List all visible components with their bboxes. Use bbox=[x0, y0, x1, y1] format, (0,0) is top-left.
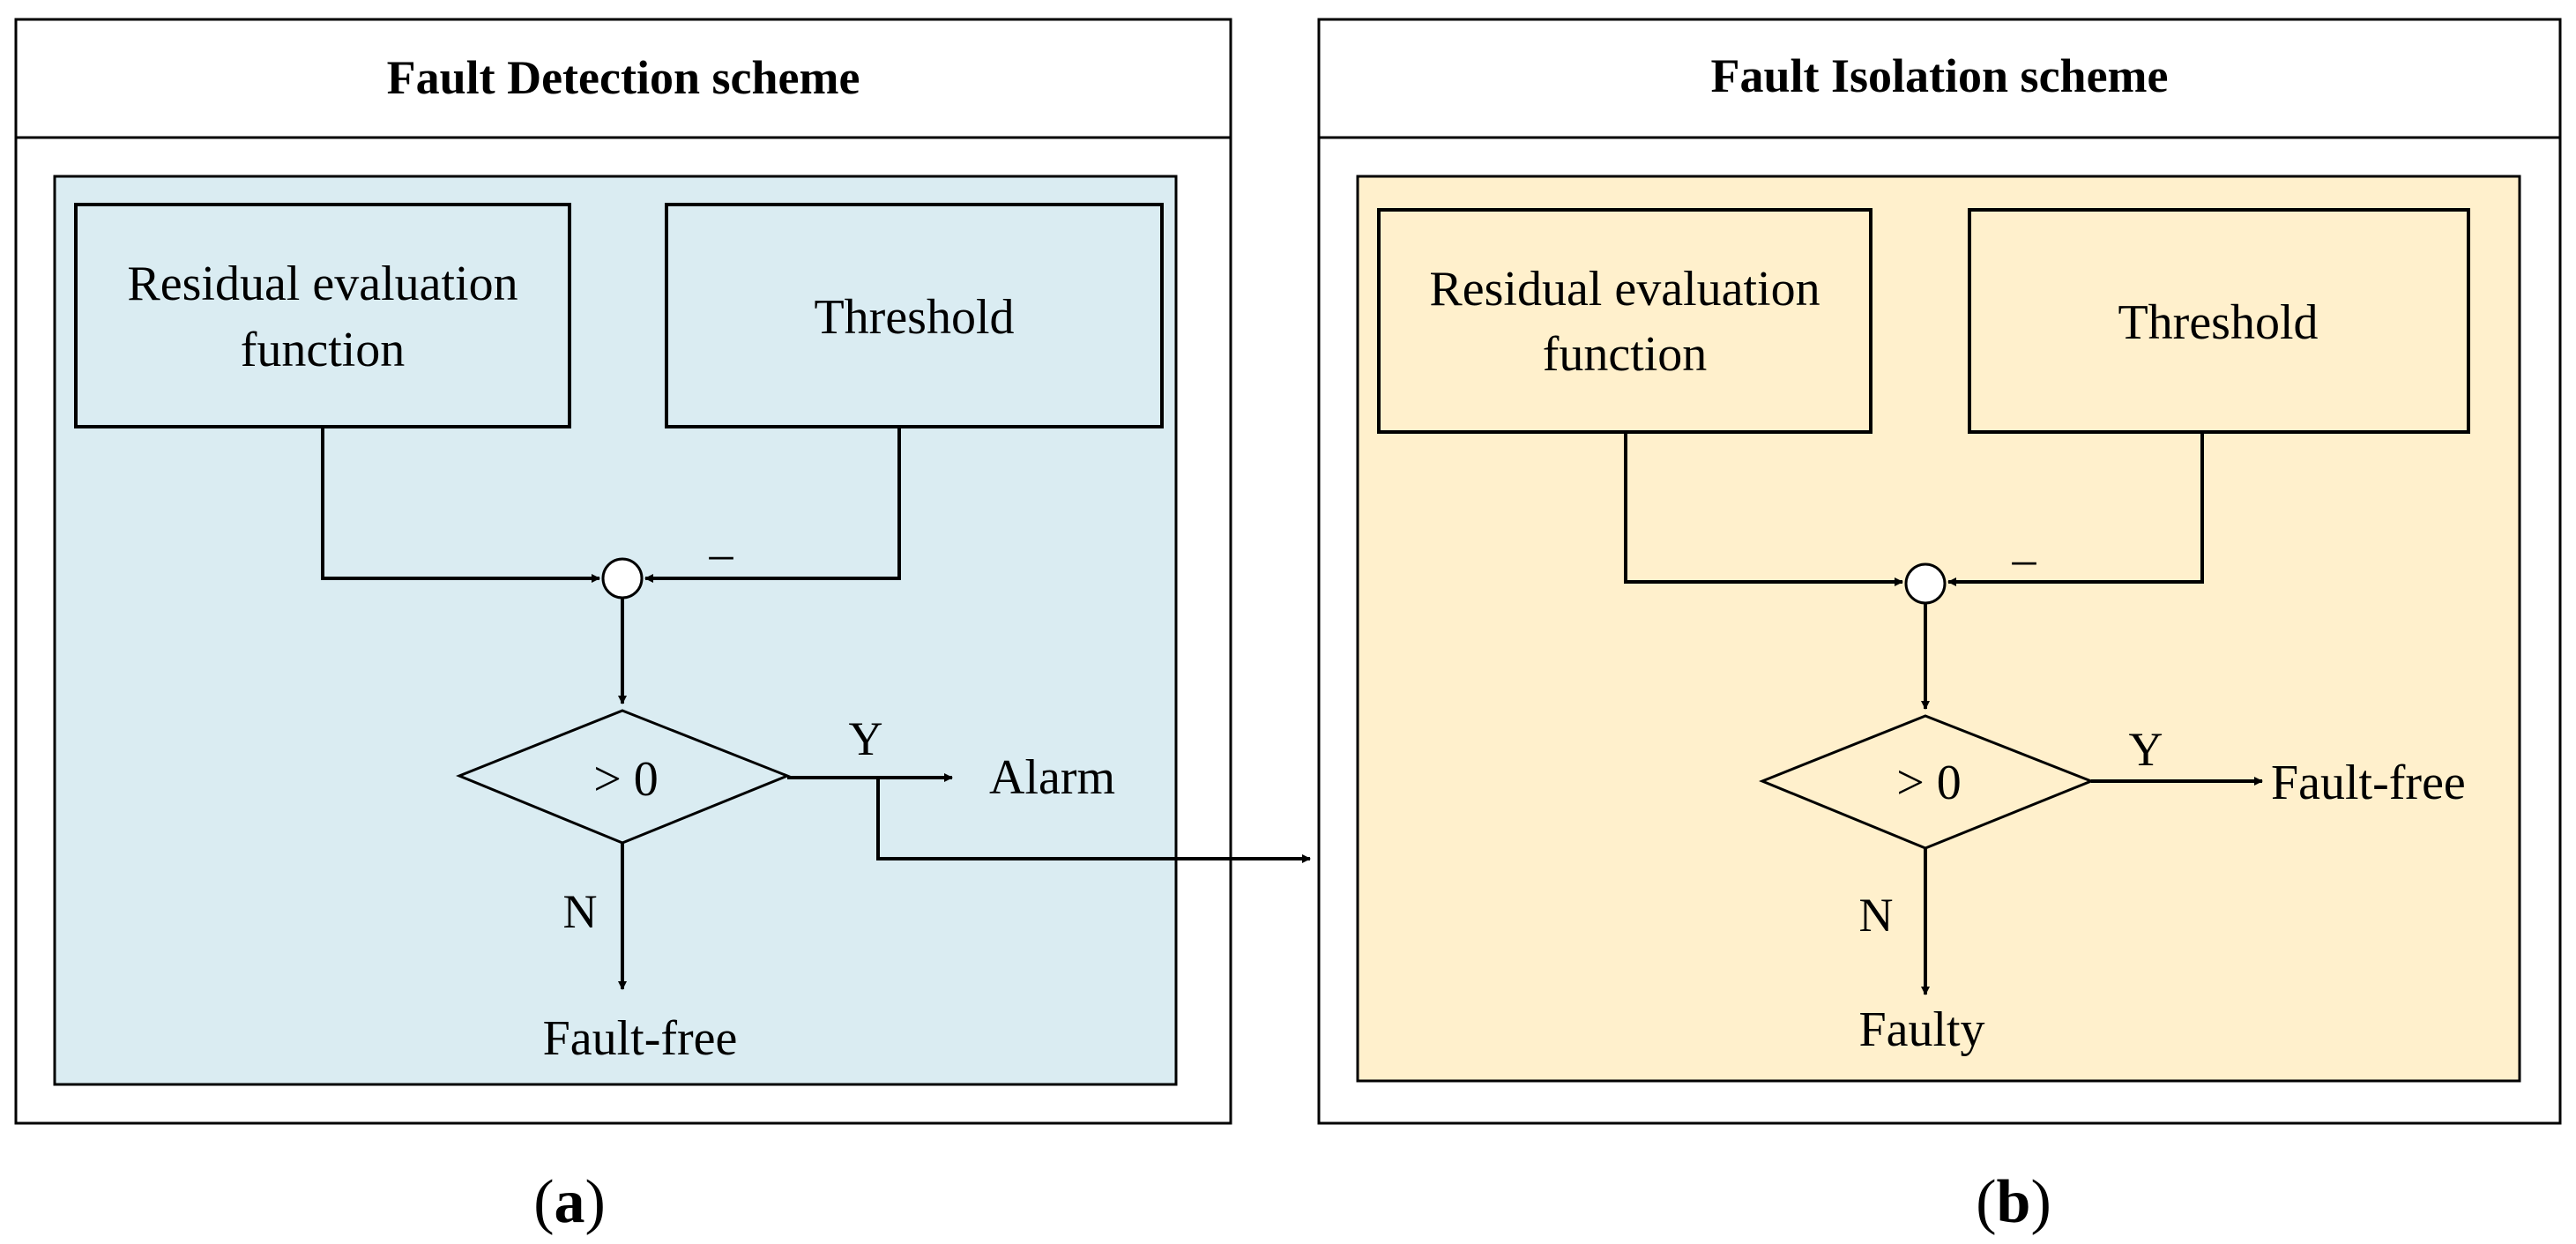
detection-no-outcome: Fault-free bbox=[543, 1011, 738, 1066]
isolation-yes-outcome: Fault-free bbox=[2271, 756, 2466, 810]
isolation-threshold-box bbox=[1968, 208, 2470, 434]
detection-residual-label-line2: function bbox=[241, 323, 406, 377]
detection-no-label: N bbox=[563, 885, 598, 938]
detection-residual-connector bbox=[321, 427, 600, 583]
caption-a: (a) bbox=[533, 1168, 606, 1236]
isolation-threshold-connector bbox=[1947, 432, 2204, 586]
detection-threshold-label: Threshold bbox=[814, 290, 1014, 345]
detection-summing-junction bbox=[601, 557, 644, 600]
detection-threshold-box bbox=[665, 203, 1164, 428]
isolation-scheme-area bbox=[1356, 175, 2521, 1083]
caption-a-open: ( bbox=[533, 1168, 554, 1236]
detection-yes-label: Y bbox=[849, 712, 883, 765]
detection-scheme-area bbox=[53, 175, 1178, 1086]
detection-minus-sign: – bbox=[709, 527, 734, 580]
detection-panel: Fault Detection scheme Residual evaluati… bbox=[14, 18, 1232, 1125]
isolation-title: Fault Isolation scheme bbox=[1711, 49, 2169, 102]
caption-b-letter: b bbox=[1997, 1168, 2031, 1236]
detection-to-isolation-connector bbox=[876, 778, 1311, 863]
isolation-no-label: N bbox=[1859, 889, 1894, 942]
detection-threshold-connector bbox=[644, 427, 901, 583]
isolation-minus-sign: – bbox=[2012, 533, 2037, 585]
detection-title: Fault Detection scheme bbox=[387, 51, 860, 104]
detection-decision-label: > 0 bbox=[593, 752, 659, 807]
caption-b-open: ( bbox=[1976, 1168, 1996, 1236]
isolation-summing-junction bbox=[1904, 562, 1947, 605]
isolation-threshold-label: Threshold bbox=[2118, 295, 2318, 350]
isolation-panel: Fault Isolation scheme Residual evaluati… bbox=[1317, 18, 2562, 1125]
caption-b: (b) bbox=[1976, 1168, 2051, 1236]
isolation-yes-label: Y bbox=[2129, 723, 2163, 776]
detection-yes-outcome: Alarm bbox=[989, 750, 1115, 805]
caption-b-close: ) bbox=[2030, 1168, 2051, 1236]
isolation-residual-label-line2: function bbox=[1543, 327, 1708, 382]
isolation-decision-label: > 0 bbox=[1896, 756, 1962, 810]
isolation-no-outcome: Faulty bbox=[1858, 1002, 1984, 1057]
detection-residual-label-line1: Residual evaluation bbox=[127, 257, 517, 311]
isolation-residual-connector bbox=[1624, 432, 1903, 586]
caption-a-close: ) bbox=[585, 1168, 606, 1236]
isolation-residual-label-line1: Residual evaluation bbox=[1429, 262, 1820, 317]
caption-a-letter: a bbox=[555, 1168, 585, 1236]
